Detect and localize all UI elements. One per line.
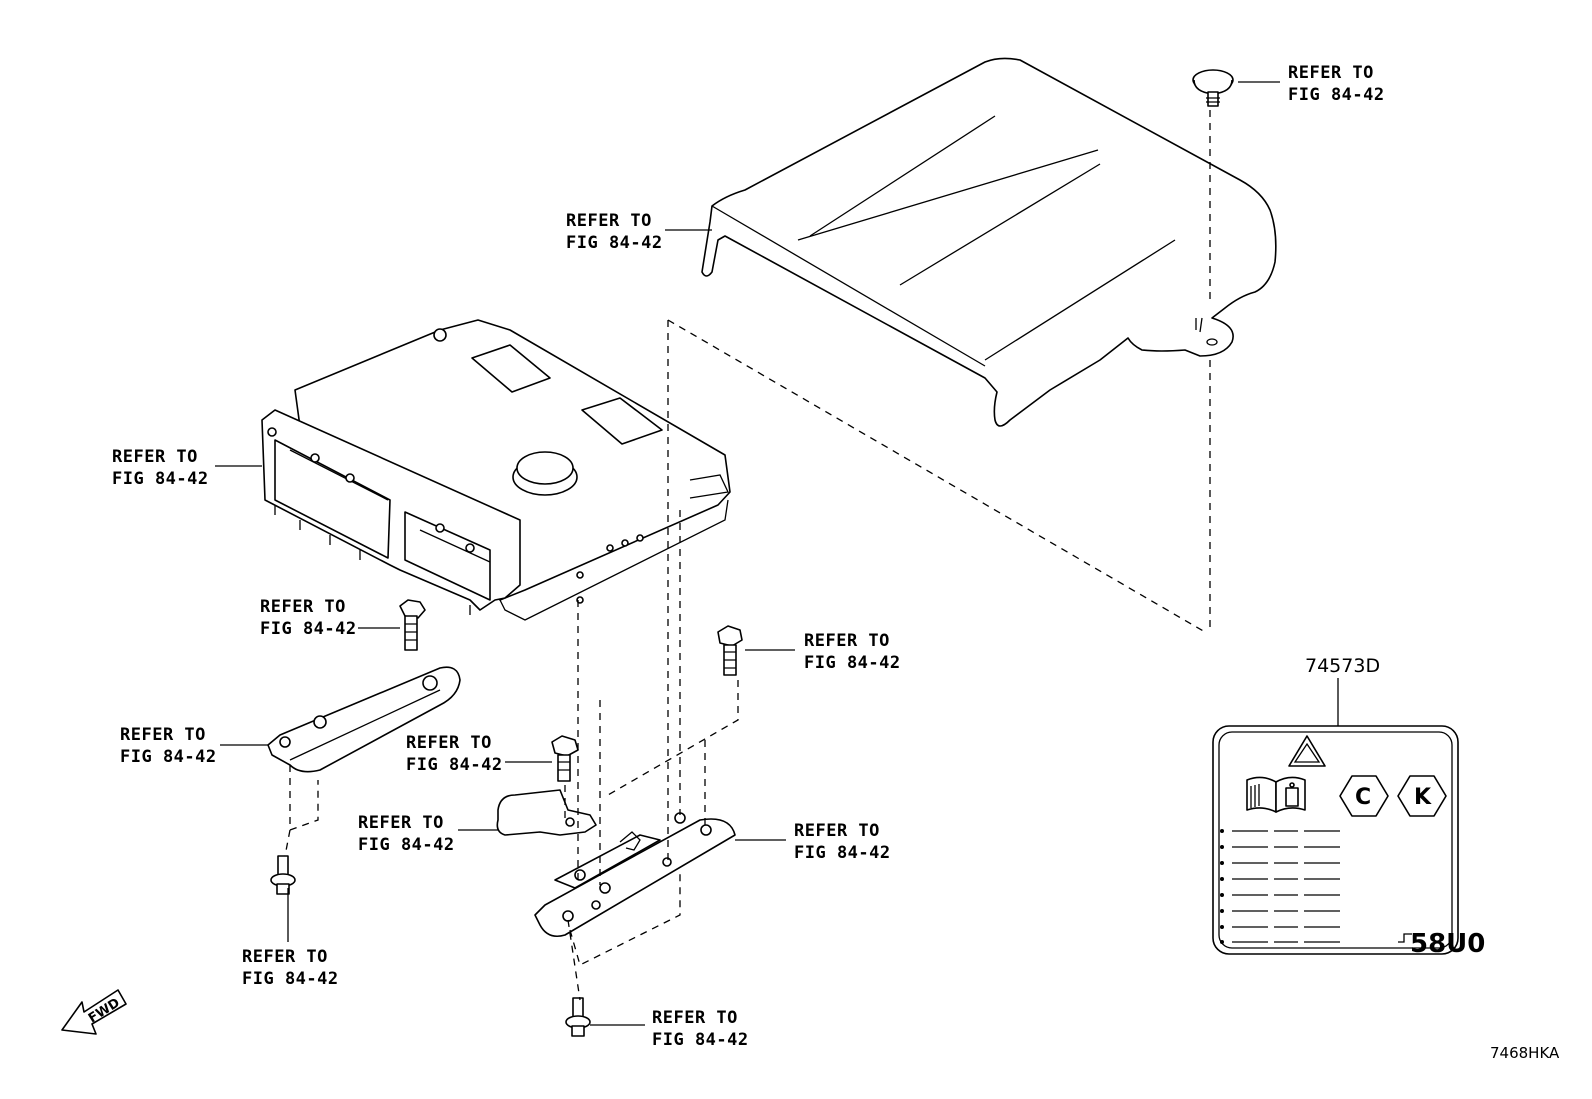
svg-text:FIG 84-42: FIG 84-42 xyxy=(652,1030,749,1050)
callout-cover: REFER TO FIG 84-42 xyxy=(566,211,663,253)
svg-text:C: C xyxy=(1355,785,1371,810)
hexagon-k-icon xyxy=(1397,775,1447,817)
svg-text:REFER TO: REFER TO xyxy=(358,813,444,833)
svg-text:K: K xyxy=(1414,785,1432,810)
svg-text:FIG 84-42: FIG 84-42 xyxy=(794,843,891,863)
bolt-2 xyxy=(717,625,743,676)
callout-bolt-1: REFER TO FIG 84-42 xyxy=(260,597,357,639)
callout-bolt-4: REFER TO FIG 84-42 xyxy=(242,947,339,989)
assembly-lines xyxy=(284,110,1211,1001)
svg-text:REFER TO: REFER TO xyxy=(1288,63,1374,83)
svg-text:FIG 84-42: FIG 84-42 xyxy=(260,619,357,639)
callout-bracket: REFER TO FIG 84-42 xyxy=(120,725,217,767)
push-rivet xyxy=(1192,69,1234,107)
hexagon-c-icon xyxy=(1339,775,1389,817)
callout-bolt-2: REFER TO FIG 84-42 xyxy=(804,631,901,673)
svg-text:REFER TO: REFER TO xyxy=(804,631,890,651)
leader-lines xyxy=(215,81,1339,1026)
callout-bolt-3: REFER TO FIG 84-42 xyxy=(406,733,503,775)
svg-text:FIG 84-42: FIG 84-42 xyxy=(112,469,209,489)
callout-clip: REFER TO FIG 84-42 xyxy=(358,813,455,855)
svg-text:FIG 84-42: FIG 84-42 xyxy=(566,233,663,253)
svg-text:FIG 84-42: FIG 84-42 xyxy=(358,835,455,855)
svg-text:REFER TO: REFER TO xyxy=(794,821,880,841)
svg-text:FIG 84-42: FIG 84-42 xyxy=(1288,85,1385,105)
svg-text:REFER TO: REFER TO xyxy=(566,211,652,231)
svg-text:REFER TO: REFER TO xyxy=(242,947,328,967)
svg-text:REFER TO: REFER TO xyxy=(260,597,346,617)
bolt-1 xyxy=(399,599,426,651)
callout-ecu: REFER TO FIG 84-42 xyxy=(112,447,209,489)
callout-rivet: REFER TO FIG 84-42 xyxy=(1288,63,1385,105)
label-text-lines xyxy=(1220,829,1340,944)
svg-text:FIG 84-42: FIG 84-42 xyxy=(120,747,217,767)
svg-text:FIG 84-42: FIG 84-42 xyxy=(242,969,339,989)
ecu-bracket-left xyxy=(267,666,461,773)
callout-bolt-5: REFER TO FIG 84-42 xyxy=(652,1008,749,1050)
svg-text:REFER TO: REFER TO xyxy=(112,447,198,467)
svg-text:FIG 84-42: FIG 84-42 xyxy=(406,755,503,775)
svg-text:REFER TO: REFER TO xyxy=(652,1008,738,1028)
caution-label: 74573D C K 58U0 xyxy=(1212,655,1485,959)
svg-text:REFER TO: REFER TO xyxy=(120,725,206,745)
part-number-label: 74573D xyxy=(1305,655,1380,677)
svg-text:REFER TO: REFER TO xyxy=(406,733,492,753)
callout-base-plate: REFER TO FIG 84-42 xyxy=(794,821,891,863)
label-code: 58U0 xyxy=(1410,929,1485,959)
bolt-4 xyxy=(270,855,296,895)
diagram-id: 7468HKA xyxy=(1490,1044,1560,1062)
bolt-3 xyxy=(551,735,579,782)
ecu-module xyxy=(261,319,731,621)
bolt-5 xyxy=(565,997,591,1037)
svg-text:FIG 84-42: FIG 84-42 xyxy=(804,653,901,673)
small-clip-bracket xyxy=(496,789,597,836)
ecu-base-plate xyxy=(534,812,736,938)
ecu-cover xyxy=(701,57,1277,427)
manual-book-icon xyxy=(1246,776,1306,813)
fwd-arrow-icon: FWD xyxy=(61,989,127,1035)
